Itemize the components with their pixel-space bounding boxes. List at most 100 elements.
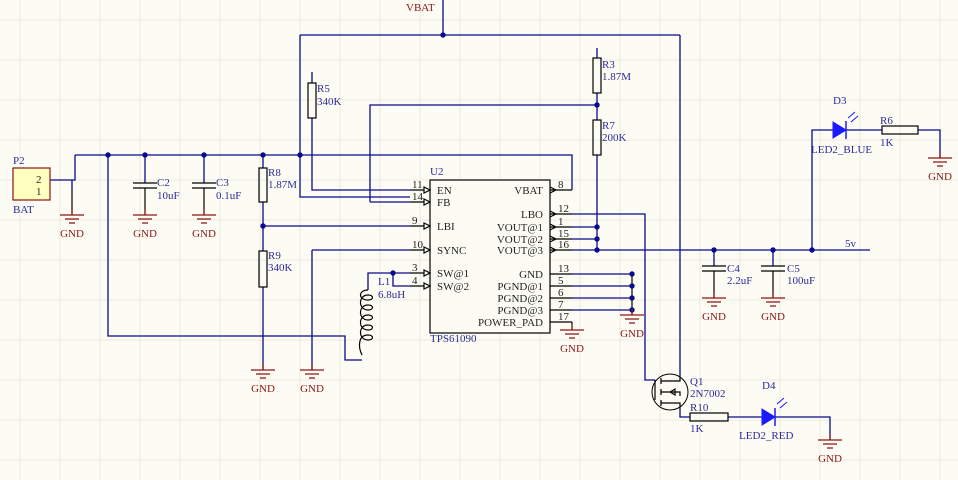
- pin-name: POWER_PAD: [478, 317, 543, 329]
- ref-label: R7: [602, 120, 615, 132]
- connector-p2[interactable]: 2 1 P2 BAT: [12, 155, 51, 216]
- gnd-label: GND: [560, 343, 584, 355]
- pin-number: 3: [412, 262, 418, 274]
- resistor-r8[interactable]: R8 1.87M: [258, 167, 297, 203]
- ref-label: C3: [216, 177, 229, 189]
- resistor-r10[interactable]: R10 1K: [689, 402, 729, 435]
- value-label: 0.1uF: [216, 190, 241, 202]
- pin-number: 14: [412, 191, 424, 203]
- pin-number: 15: [558, 228, 570, 240]
- led-d4[interactable]: D4 LED2_RED: [739, 380, 793, 442]
- pin-name: VOUT@3: [497, 245, 544, 257]
- ground-icon: [928, 152, 952, 167]
- value-label: BAT: [13, 204, 34, 216]
- pin: [549, 223, 572, 231]
- pin: [410, 198, 432, 206]
- value-label: 100uF: [787, 275, 815, 287]
- pin-number: 1: [558, 216, 564, 228]
- pin-name: PGND@3: [497, 305, 543, 317]
- value-label: LED2_BLUE: [811, 144, 872, 156]
- resistor-r3[interactable]: R3 1.87M: [592, 57, 631, 94]
- gnd-label: GND: [620, 328, 644, 340]
- ground-icon: [818, 434, 842, 449]
- capacitor-c2[interactable]: C2 10uF: [133, 177, 180, 202]
- mosfet-q1[interactable]: Q1 2N7002: [651, 373, 725, 411]
- ref-label: C4: [727, 263, 740, 275]
- pin-number: 2: [36, 174, 42, 186]
- pin-number: 4: [412, 275, 418, 287]
- pin: [410, 222, 432, 230]
- ref-label: R6: [880, 115, 893, 127]
- value-label: 6.8uH: [378, 289, 405, 301]
- capacitor-c3[interactable]: C3 0.1uF: [192, 177, 241, 202]
- value-label: TPS61090: [430, 333, 477, 345]
- pin-number: 9: [412, 215, 418, 227]
- value-label: 200K: [602, 132, 627, 144]
- value-label: 1K: [880, 137, 894, 149]
- pin: [410, 282, 432, 290]
- ref-label: R9: [268, 250, 281, 262]
- pin-name: LBO: [521, 209, 543, 221]
- value-label: 340K: [268, 262, 293, 274]
- ground-icon: [620, 309, 644, 324]
- pin-number: 6: [558, 287, 564, 299]
- value-label: 2N7002: [690, 388, 725, 400]
- pin: [549, 186, 572, 194]
- capacitor-c5[interactable]: C5 100uF: [761, 263, 815, 287]
- inductor-l1[interactable]: L1 6.8uH: [358, 276, 406, 356]
- junctions: [105, 32, 815, 313]
- ground-icon: [192, 209, 216, 224]
- resistor-r5[interactable]: R5 340K: [307, 82, 342, 119]
- resistor-r6[interactable]: R6 1K: [880, 115, 919, 149]
- ref-label: C2: [157, 177, 170, 189]
- pin-name: VBAT: [514, 185, 543, 197]
- pin-number: 12: [558, 203, 569, 215]
- pin: [549, 246, 572, 254]
- ref-label: R10: [690, 402, 709, 414]
- value-label: 1.87M: [268, 179, 297, 191]
- ref-label: P2: [13, 155, 25, 167]
- gnd-label: GND: [300, 383, 324, 395]
- pin-name: SW@2: [437, 281, 469, 293]
- pin: [410, 186, 432, 194]
- ground-icon: [761, 292, 785, 307]
- gnd-label: GND: [60, 228, 84, 240]
- value-label: 1.87M: [602, 71, 631, 83]
- resistor-r7[interactable]: R7 200K: [592, 119, 627, 156]
- ref-label: C5: [787, 263, 800, 275]
- capacitor-c4[interactable]: C4 2.2uF: [702, 263, 752, 287]
- ground-icon: [251, 364, 275, 379]
- ref-label: R5: [317, 83, 330, 95]
- ground-icon: [702, 292, 726, 307]
- ground-icon: [133, 209, 157, 224]
- resistor-r9[interactable]: R9 340K: [258, 250, 293, 288]
- pin-number: 7: [558, 299, 564, 311]
- gnd-label: GND: [133, 228, 157, 240]
- gnd-label: GND: [928, 171, 952, 183]
- pin-name: PGND@2: [497, 293, 543, 305]
- gnd-label: GND: [818, 453, 842, 465]
- value-label: LED2_RED: [739, 430, 793, 442]
- pin-number: 8: [558, 179, 564, 191]
- ref-label: Q1: [690, 376, 703, 388]
- pin-number: 11: [412, 179, 423, 191]
- net-label-vbat: VBAT: [406, 2, 435, 14]
- gnd-label: GND: [192, 228, 216, 240]
- wires: [50, 0, 941, 440]
- pin-name: EN: [437, 185, 452, 197]
- value-label: 2.2uF: [727, 275, 752, 287]
- led-d3[interactable]: D3 LED2_BLUE: [811, 95, 872, 156]
- ref-label: D3: [833, 95, 847, 107]
- pin-number: 16: [558, 239, 570, 251]
- value-label: 1K: [690, 423, 704, 435]
- ground-icon: [300, 364, 324, 379]
- pin-name: PGND@1: [497, 281, 543, 293]
- pin-number: 10: [412, 239, 424, 251]
- gnd-label: GND: [702, 311, 726, 323]
- pin: [549, 210, 572, 218]
- gnd-label: GND: [251, 383, 275, 395]
- value-label: 10uF: [157, 190, 180, 202]
